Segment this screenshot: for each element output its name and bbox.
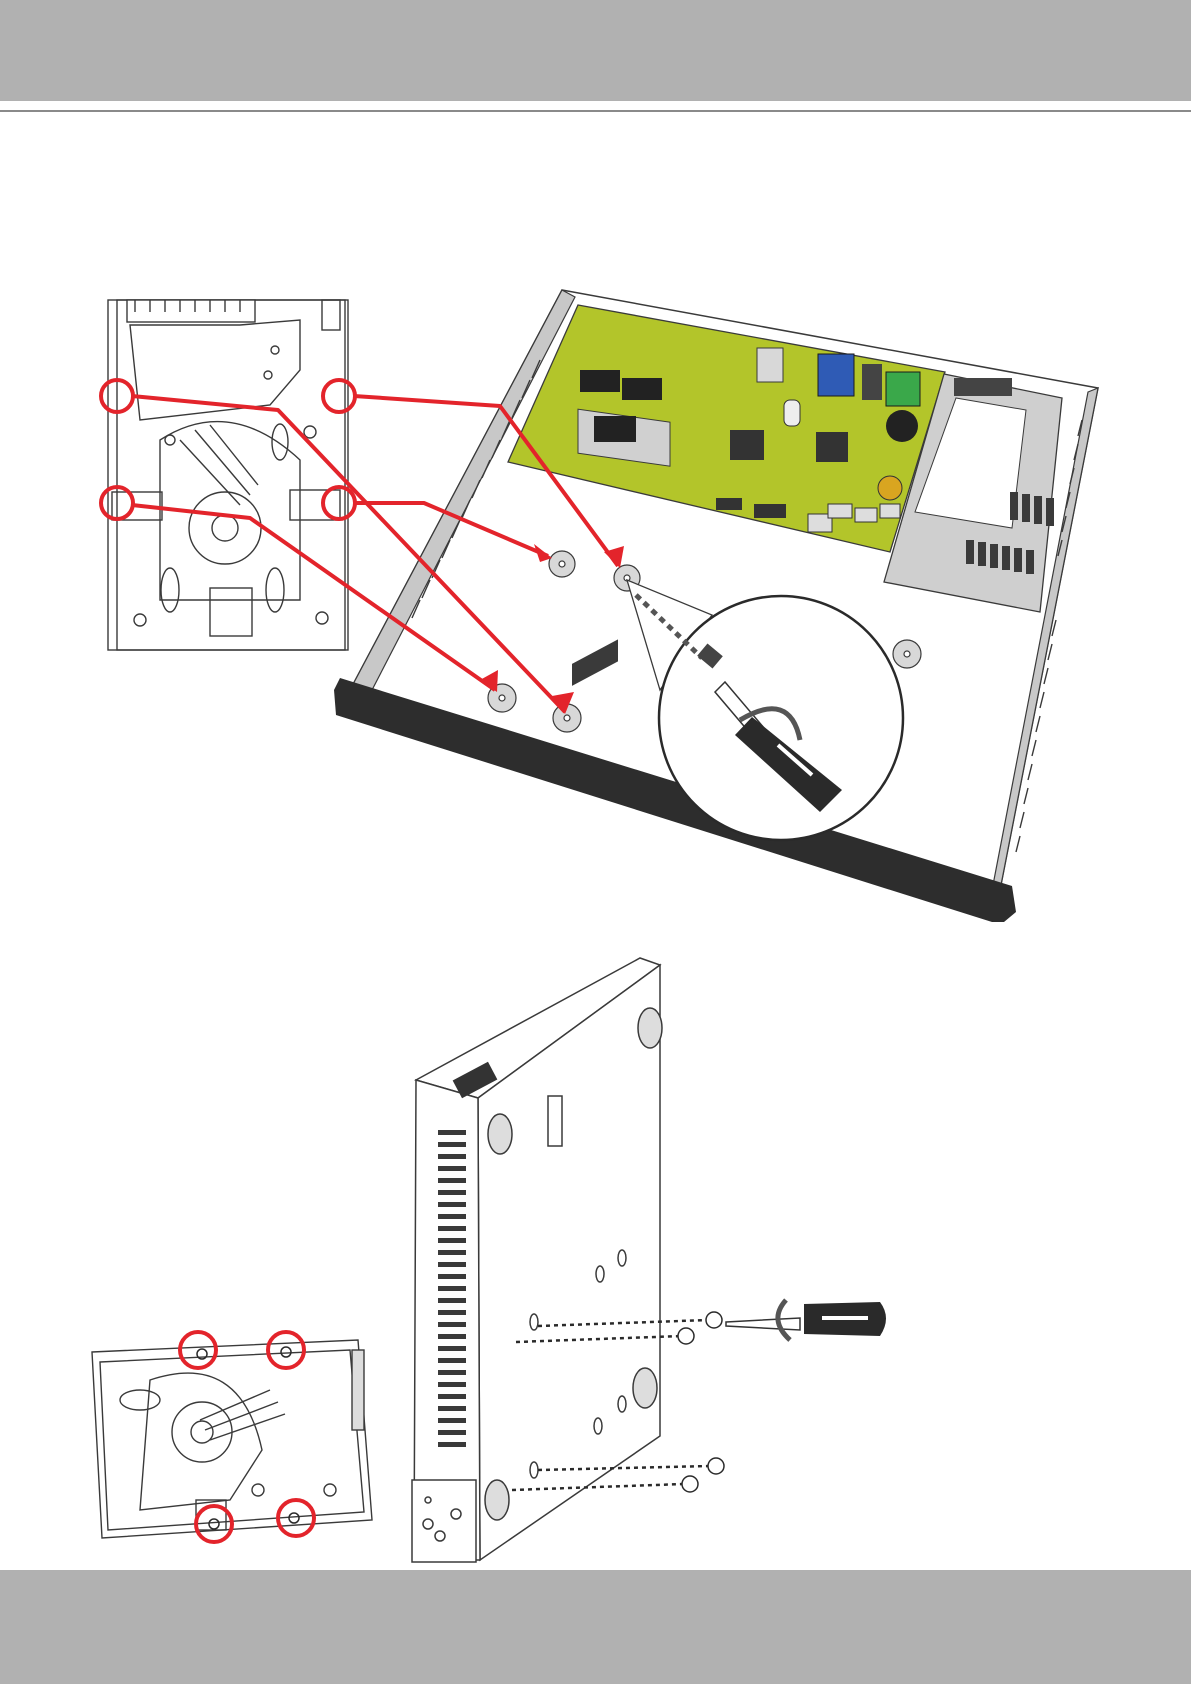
chassis-icon xyxy=(412,639,662,1562)
page-footer-band xyxy=(0,1570,1191,1684)
screwdriver-icon xyxy=(726,1300,886,1340)
hard-drive-icon xyxy=(92,1340,372,1538)
